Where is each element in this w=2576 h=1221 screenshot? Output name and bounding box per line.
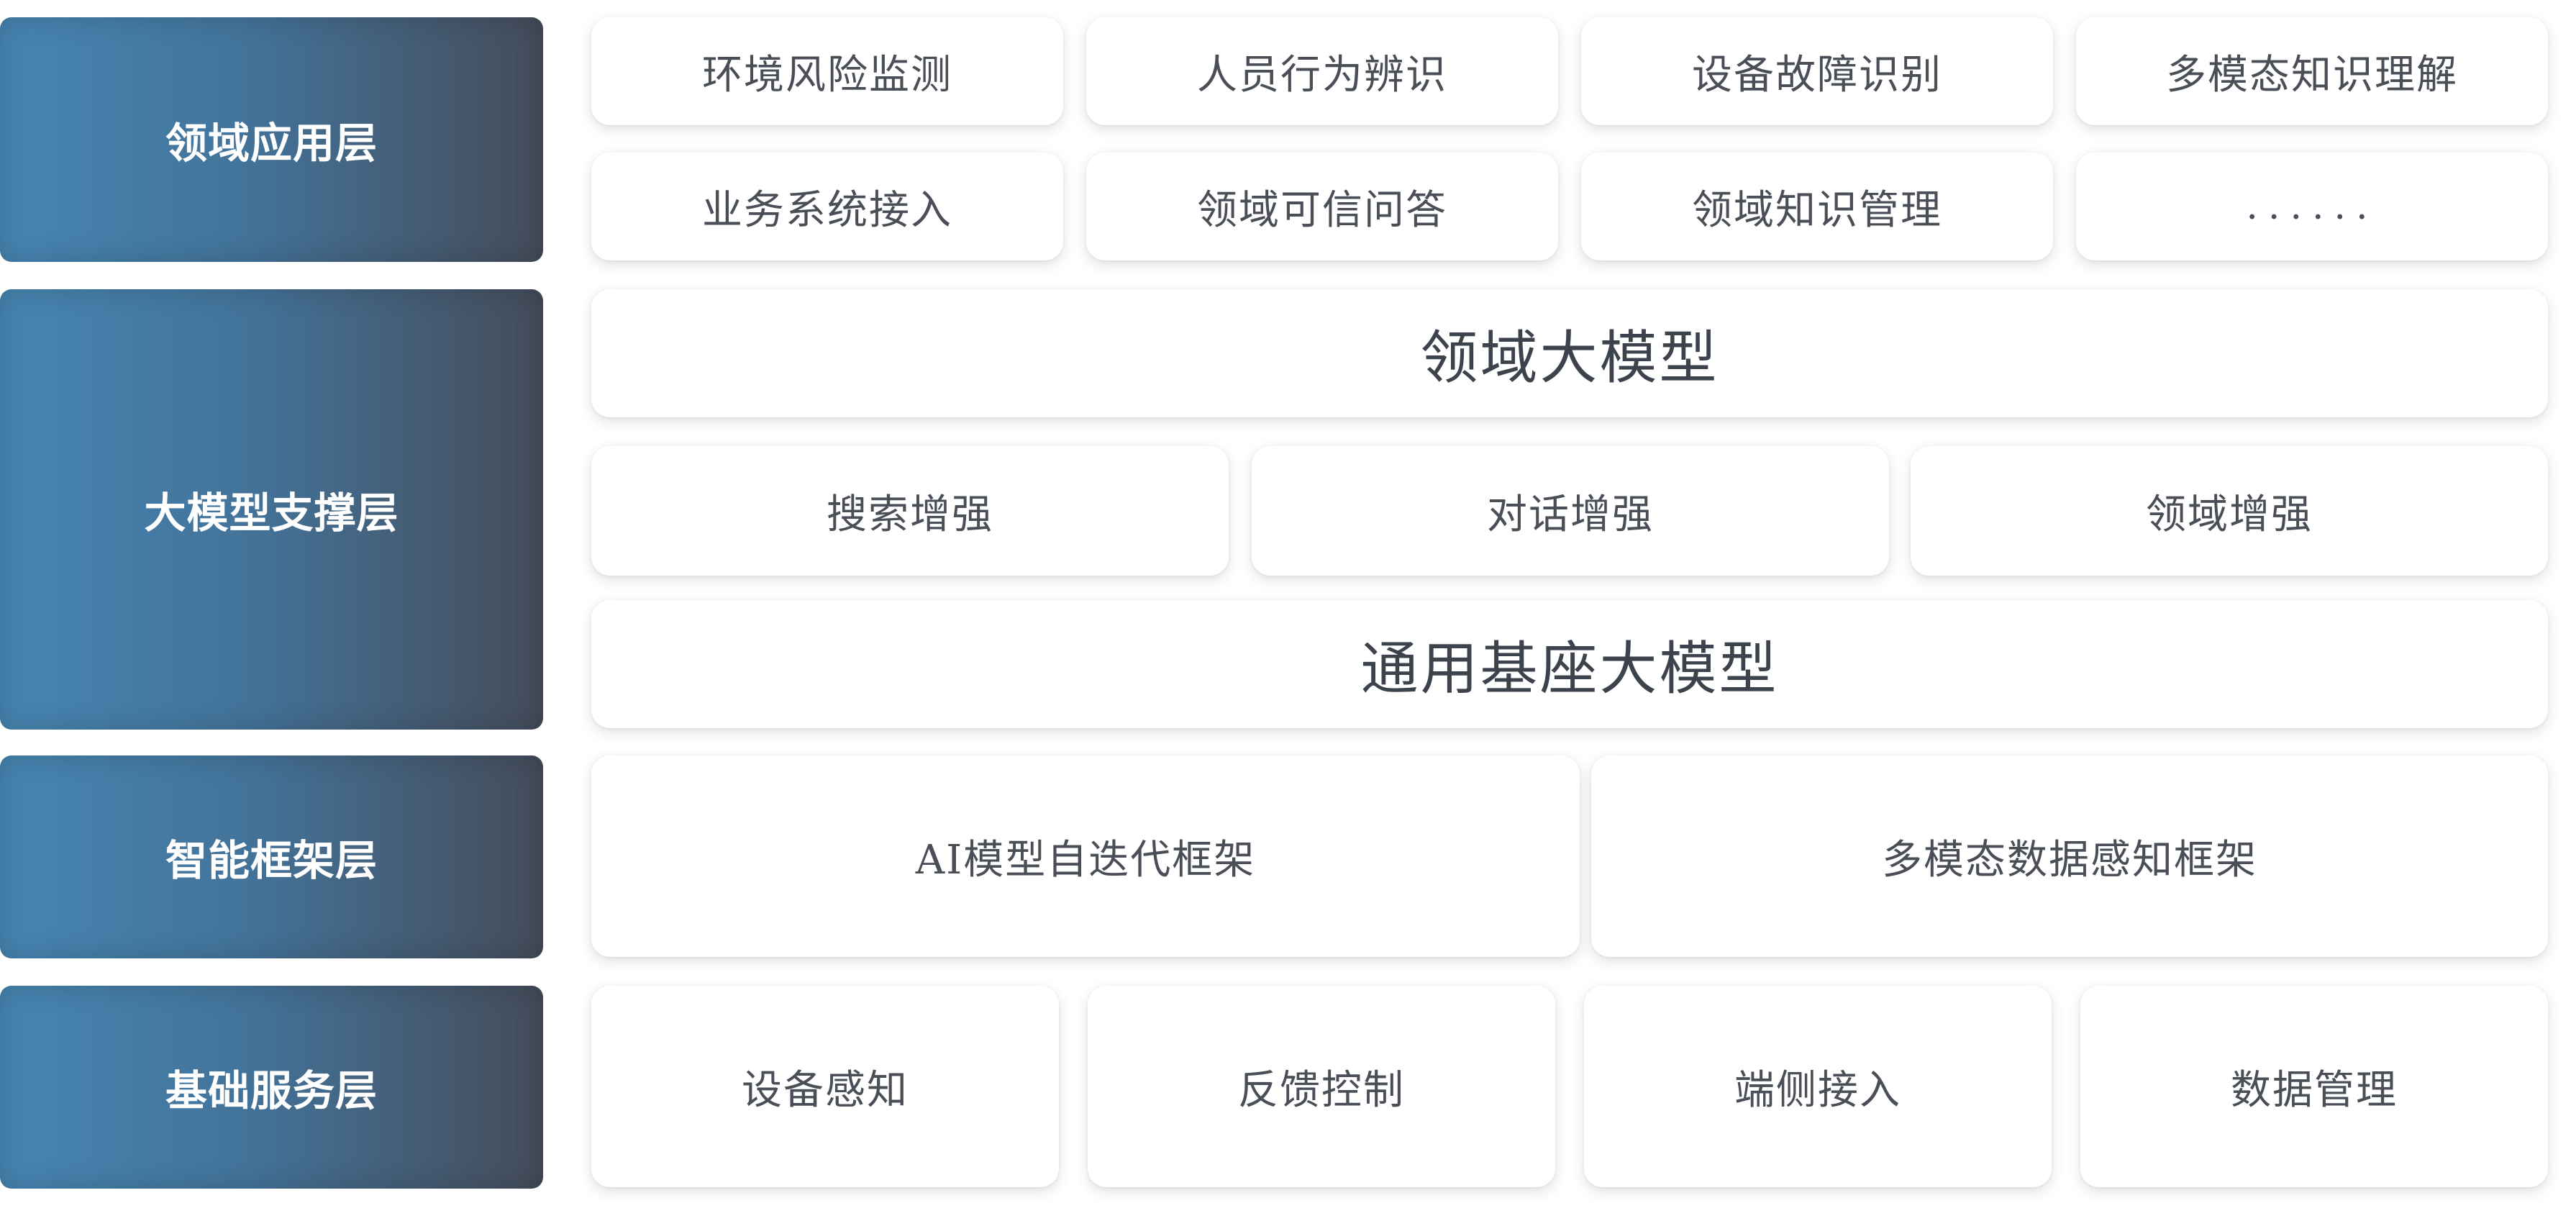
foundation-data-management: 数据管理 [2080, 986, 2548, 1187]
foundation-feedback-control: 反馈控制 [1088, 986, 1555, 1187]
app-item-more: ...... [2076, 153, 2548, 260]
domain-large-model: 领域大模型 [591, 289, 2548, 417]
framework-multimodal-perception: 多模态数据感知框架 [1591, 755, 2548, 957]
enhancement-search: 搜索增强 [591, 446, 1229, 576]
general-base-large-model: 通用基座大模型 [591, 600, 2548, 728]
app-item-multimodal-knowledge: 多模态知识理解 [2076, 17, 2548, 125]
app-item-trusted-qa: 领域可信问答 [1086, 153, 1558, 260]
layer-label-model-support: 大模型支撑层 [0, 289, 543, 730]
app-item-business-access: 业务系统接入 [591, 153, 1063, 260]
app-item-equipment-fault: 设备故障识别 [1581, 17, 2053, 125]
layer-label-foundation: 基础服务层 [0, 986, 543, 1189]
app-item-knowledge-management: 领域知识管理 [1581, 153, 2053, 260]
app-item-environment-risk: 环境风险监测 [591, 17, 1063, 125]
app-item-personnel-behavior: 人员行为辨识 [1086, 17, 1558, 125]
layer-label-framework: 智能框架层 [0, 755, 543, 958]
foundation-edge-access: 端侧接入 [1584, 986, 2052, 1187]
layer-label-application: 领域应用层 [0, 17, 543, 262]
framework-ai-self-iteration: AI模型自迭代框架 [591, 755, 1580, 957]
enhancement-dialogue: 对话增强 [1252, 446, 1889, 576]
foundation-device-perception: 设备感知 [591, 986, 1059, 1187]
enhancement-domain: 领域增强 [1911, 446, 2548, 576]
